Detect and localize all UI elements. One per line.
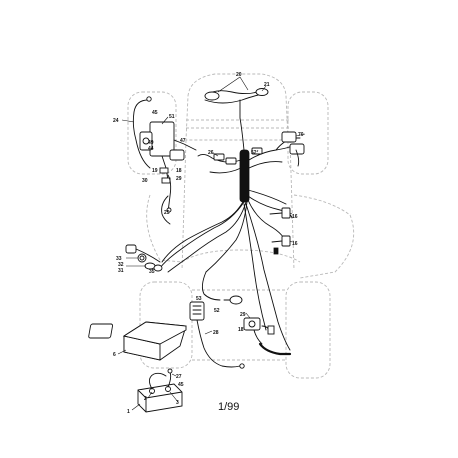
battery-cables <box>147 368 179 403</box>
callout-18: 18 <box>238 327 244 333</box>
callout-33: 33 <box>116 256 122 262</box>
callout-51: 51 <box>169 114 175 120</box>
callout-6: 6 <box>113 352 116 358</box>
hood-outline <box>185 73 289 141</box>
rear-left-wheel-outline <box>139 281 193 369</box>
callout-53: 53 <box>196 296 202 302</box>
callout-25: 25 <box>164 210 170 216</box>
headlight-left <box>204 91 220 101</box>
callout-52-top: 52 <box>251 150 257 156</box>
callout-27: 27 <box>176 374 182 380</box>
callout-47: 47 <box>180 138 186 144</box>
part-70-switch <box>275 131 306 167</box>
front-left-wheel-outline <box>127 91 177 175</box>
rear-right-wheel-outline <box>285 281 331 379</box>
callout-28: 28 <box>213 330 219 336</box>
harness-sleeve <box>239 149 250 203</box>
callout-21: 21 <box>264 82 270 88</box>
callout-29: 29 <box>240 312 246 318</box>
starter-connector <box>243 312 292 356</box>
plunger-switches <box>159 167 172 213</box>
solenoid-assembly <box>189 301 245 369</box>
callout-32: 32 <box>118 262 124 268</box>
callout-70: 70 <box>298 132 304 138</box>
callout-45-top: 45 <box>152 110 158 116</box>
deck-left-outline <box>146 194 183 263</box>
callout-3: 3 <box>176 400 179 406</box>
callout-52-lower: 52 <box>214 308 220 314</box>
callout-16-lower: 16 <box>292 241 298 247</box>
callout-18-top: 18 <box>176 168 182 174</box>
callout-49: 49 <box>148 140 154 146</box>
callout-labels: 20 21 24 45 51 49 44 47 26 52 70 19 30 1… <box>113 72 304 415</box>
callout-24: 24 <box>113 118 119 124</box>
page-number: 1/99 <box>218 401 239 413</box>
part-16-switches <box>269 207 293 255</box>
headlight-right <box>255 88 269 96</box>
callout-19: 19 <box>152 168 158 174</box>
callout-31: 31 <box>118 268 124 274</box>
left-connectors <box>125 244 163 272</box>
connector-33 <box>125 244 137 254</box>
headlight-assembly <box>204 76 269 151</box>
part-53-plug <box>201 271 243 305</box>
tractor-outline <box>127 73 355 379</box>
callout-29-top: 29 <box>176 176 182 182</box>
ignition-switch-cluster <box>139 116 197 181</box>
battery-tray <box>88 321 187 361</box>
main-harness <box>159 145 293 351</box>
upper-connectors <box>212 147 263 165</box>
callout-26: 26 <box>208 150 214 156</box>
part-25-cable <box>161 195 172 225</box>
deck-right-outline <box>293 194 355 279</box>
callout-20: 20 <box>236 72 242 78</box>
callout-35: 35 <box>149 269 155 275</box>
callout-1: 1 <box>127 409 130 415</box>
callout-16-upper: 16 <box>292 214 298 220</box>
solenoid <box>189 301 205 321</box>
callout-30: 30 <box>142 178 148 184</box>
part-24-cable <box>121 96 152 169</box>
callout-44: 44 <box>148 146 154 152</box>
callout-45: 45 <box>178 382 184 388</box>
callout-2: 2 <box>144 396 147 402</box>
